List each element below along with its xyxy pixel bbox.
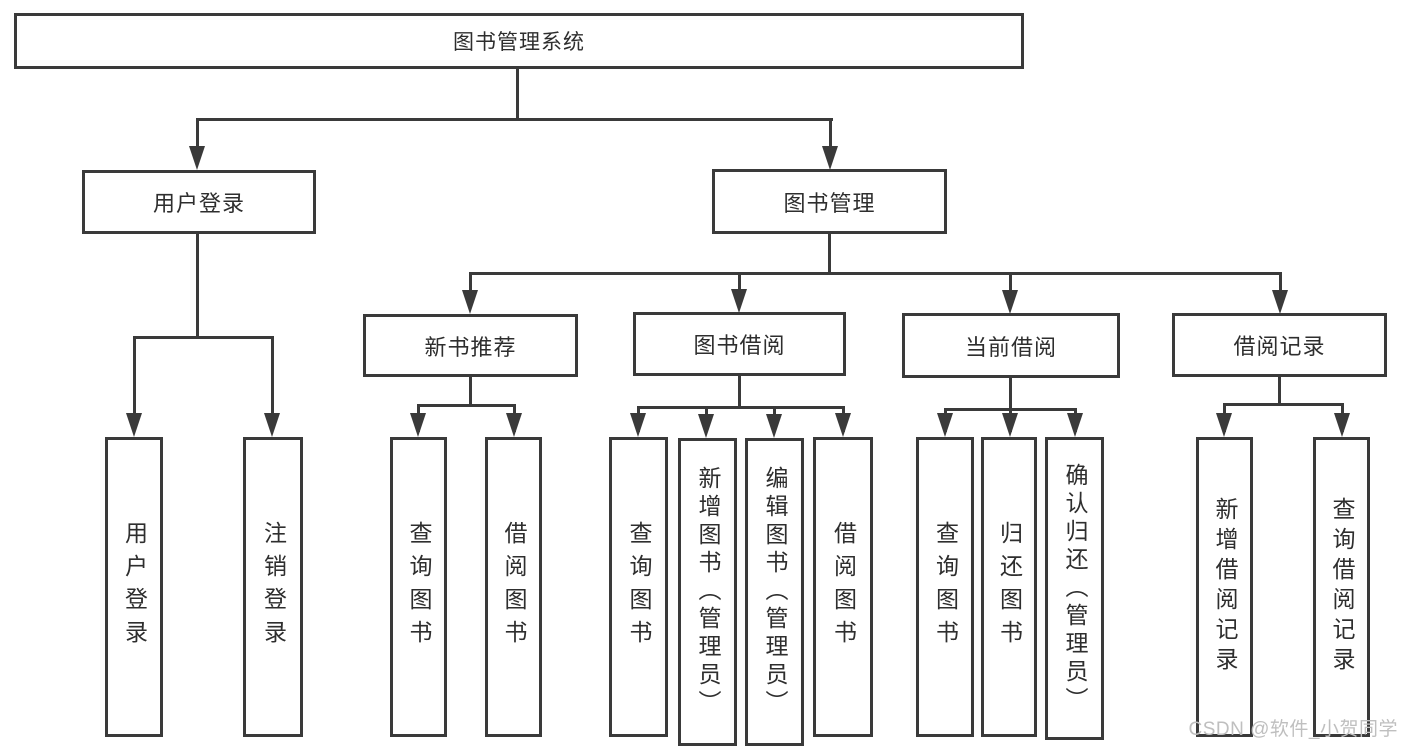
connector-user-login-stem bbox=[196, 234, 199, 336]
connector-user-login-bar bbox=[133, 336, 274, 339]
node-bb-edit-books-admin: 编辑图书（管理员） bbox=[745, 438, 804, 746]
connector-arrowhead bbox=[126, 413, 142, 437]
node-current-borrowing: 当前借阅 bbox=[902, 313, 1120, 378]
node-bb-add-books-admin: 新增图书（管理员） bbox=[678, 438, 737, 746]
connector-to-borrowing-records bbox=[1279, 272, 1282, 292]
connector-to-new-book-recommend bbox=[469, 272, 472, 292]
connector-to-logout-leaf bbox=[271, 336, 274, 416]
node-br-query-record: 查询借阅记录 bbox=[1313, 437, 1370, 737]
connector-br-stem bbox=[1278, 377, 1281, 405]
connector-to-user-login-leaf bbox=[133, 336, 136, 416]
connector-arrowhead bbox=[1002, 290, 1018, 314]
connector-bb-stem bbox=[738, 376, 741, 408]
node-nbr-query-books: 查询图书 bbox=[390, 437, 447, 737]
connector-arrowhead bbox=[506, 413, 522, 437]
node-nbr-borrow-books: 借阅图书 bbox=[485, 437, 542, 737]
node-cb-return-books: 归还图书 bbox=[981, 437, 1037, 737]
connector-arrowhead bbox=[835, 413, 851, 437]
connector-arrowhead bbox=[766, 414, 782, 438]
connector-cb-stem bbox=[1009, 378, 1012, 410]
connector-to-book-management bbox=[829, 118, 832, 150]
node-cb-query-books: 查询图书 bbox=[916, 437, 974, 737]
connector-arrowhead bbox=[630, 413, 646, 437]
node-bb-query-books: 查询图书 bbox=[609, 437, 668, 737]
connector-book-mgmt-stem bbox=[828, 234, 831, 275]
connector-arrowhead bbox=[1002, 413, 1018, 437]
csdn-watermark: CSDN @软件_小贺同学 bbox=[1188, 719, 1398, 740]
connector-arrowhead bbox=[462, 290, 478, 314]
connector-arrowhead bbox=[189, 146, 205, 170]
connector-to-current-borrowing bbox=[1009, 272, 1012, 292]
connector-arrowhead bbox=[937, 413, 953, 437]
connector-root-stem bbox=[516, 69, 519, 120]
connector-bb-bar bbox=[637, 406, 844, 409]
connector-root-bar bbox=[196, 118, 833, 121]
connector-to-book-borrowing bbox=[738, 272, 741, 292]
node-user-login-action: 用户登录 bbox=[105, 437, 163, 737]
connector-arrowhead bbox=[1334, 413, 1350, 437]
connector-book-mgmt-bar bbox=[469, 272, 1281, 275]
node-bb-borrow-books: 借阅图书 bbox=[813, 437, 873, 737]
connector-arrowhead bbox=[1216, 413, 1232, 437]
connector-arrowhead bbox=[822, 146, 838, 170]
connector-arrowhead bbox=[410, 413, 426, 437]
connector-arrowhead bbox=[1272, 290, 1288, 314]
node-book-management: 图书管理 bbox=[712, 169, 947, 234]
node-new-book-recommend: 新书推荐 bbox=[363, 314, 578, 377]
connector-nbr-stem bbox=[469, 377, 472, 406]
node-br-add-record: 新增借阅记录 bbox=[1196, 437, 1253, 737]
node-cb-confirm-return-admin: 确认归还（管理员） bbox=[1045, 437, 1104, 740]
node-library-system: 图书管理系统 bbox=[14, 13, 1024, 69]
node-borrowing-records: 借阅记录 bbox=[1172, 313, 1387, 377]
node-user-login: 用户登录 bbox=[82, 170, 316, 234]
connector-to-user-login bbox=[196, 118, 199, 150]
connector-arrowhead bbox=[264, 413, 280, 437]
connector-arrowhead bbox=[1067, 413, 1083, 437]
connector-arrowhead bbox=[698, 414, 714, 438]
node-book-borrowing: 图书借阅 bbox=[633, 312, 846, 376]
connector-arrowhead bbox=[731, 289, 747, 313]
connector-nbr-bar bbox=[417, 404, 515, 407]
node-logout-action: 注销登录 bbox=[243, 437, 303, 737]
connector-br-bar bbox=[1223, 403, 1344, 406]
